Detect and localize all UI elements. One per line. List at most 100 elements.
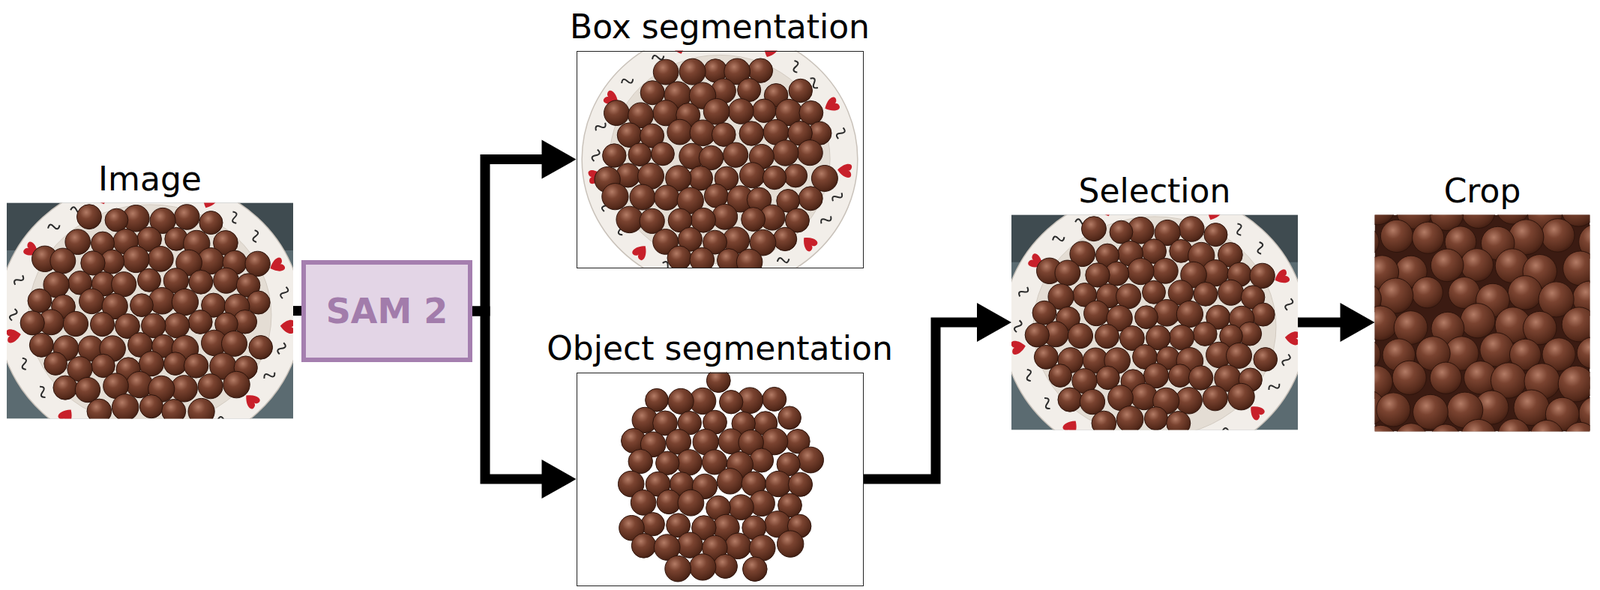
chocolate-ball bbox=[1116, 284, 1142, 309]
chocolate-ball bbox=[716, 468, 743, 495]
chocolate-ball bbox=[668, 388, 694, 414]
chocolate-balls bbox=[1024, 216, 1277, 431]
image-frame bbox=[1011, 215, 1298, 431]
chocolate-ball bbox=[1394, 423, 1428, 432]
plate-pattern bbox=[1013, 320, 1022, 333]
photo bbox=[1011, 215, 1298, 431]
chocolate-ball bbox=[653, 59, 679, 85]
plate bbox=[6, 203, 294, 420]
chocolate-ball bbox=[656, 489, 681, 514]
plate-heart bbox=[799, 233, 819, 253]
chocolate-ball bbox=[1135, 305, 1159, 330]
chocolate-ball bbox=[1376, 392, 1411, 427]
chocolate-ball bbox=[161, 399, 186, 420]
plate-heart bbox=[56, 405, 77, 420]
image-heading: Crop bbox=[1444, 172, 1522, 211]
plate-well bbox=[609, 54, 830, 264]
photo bbox=[1375, 215, 1591, 432]
chocolate-ball bbox=[719, 390, 744, 414]
chocolate-ball bbox=[1116, 406, 1144, 431]
chocolate-ball bbox=[74, 377, 100, 402]
chocolate-ball bbox=[173, 204, 200, 231]
plate-well bbox=[1033, 216, 1277, 431]
chocolate-ball bbox=[188, 398, 215, 419]
chocolate-ball bbox=[723, 142, 749, 168]
chocolate-ball bbox=[1249, 263, 1275, 288]
plate-heart bbox=[279, 319, 294, 335]
image-heading: Selection bbox=[1078, 172, 1232, 211]
chocolate-ball bbox=[741, 207, 766, 232]
chocolate-ball bbox=[788, 472, 812, 497]
chocolate-ball bbox=[602, 143, 627, 168]
plate-pattern bbox=[1051, 233, 1066, 243]
plate-pattern bbox=[37, 385, 49, 399]
chocolate-ball bbox=[1218, 279, 1244, 306]
chocolate-ball bbox=[650, 142, 675, 166]
chocolate-ball bbox=[773, 140, 799, 166]
photo bbox=[576, 50, 864, 269]
chocolate-ball bbox=[53, 375, 78, 400]
chocolate-ball bbox=[712, 203, 738, 230]
chocolate-ball bbox=[1462, 215, 1496, 229]
chocolate-ball bbox=[213, 267, 240, 294]
chocolate-ball bbox=[50, 248, 76, 274]
chocolate-ball bbox=[1392, 360, 1427, 395]
plate-heart bbox=[199, 203, 218, 212]
white-background bbox=[576, 372, 864, 587]
chocolate-balls bbox=[20, 204, 273, 420]
chocolate-ball bbox=[630, 490, 657, 516]
chocolate-ball bbox=[1067, 323, 1093, 348]
chocolate-ball bbox=[1024, 323, 1049, 348]
flow-arrow bbox=[1297, 302, 1376, 342]
plate-heart bbox=[761, 50, 780, 60]
chocolate-ball bbox=[1429, 362, 1462, 394]
plate-heart bbox=[821, 95, 841, 115]
chocolate-ball bbox=[89, 312, 114, 337]
plate-heart bbox=[631, 242, 651, 262]
chocolate-ball bbox=[1084, 300, 1110, 327]
model-box: SAM 2 bbox=[301, 260, 473, 363]
chocolate-ball bbox=[148, 287, 175, 315]
connector-line bbox=[472, 311, 544, 480]
chocolate-ball bbox=[1178, 216, 1205, 243]
photo bbox=[6, 203, 294, 420]
chocolate-ball bbox=[1193, 281, 1218, 306]
connector-line bbox=[472, 159, 544, 312]
chocolate-balls bbox=[594, 58, 838, 269]
chocolate-ball bbox=[1204, 223, 1228, 247]
chocolate-ball bbox=[1081, 216, 1106, 242]
plate-heart bbox=[6, 327, 22, 344]
chocolate-ball bbox=[1563, 251, 1591, 286]
chocolate-ball bbox=[1558, 365, 1590, 402]
chocolate-ball bbox=[773, 227, 797, 251]
chocolate-ball bbox=[1094, 324, 1119, 349]
chocolate-ball bbox=[1541, 218, 1575, 252]
chocolate-ball bbox=[248, 335, 273, 360]
chocolate-ball bbox=[1498, 419, 1530, 432]
chocolate-ball bbox=[104, 208, 129, 232]
chocolate-ball bbox=[1375, 425, 1398, 432]
chocolate-ball bbox=[1564, 422, 1591, 432]
arrowhead bbox=[976, 302, 1012, 342]
plate-pattern bbox=[1024, 368, 1034, 383]
chocolate-ball bbox=[111, 272, 137, 297]
chocolate-ball bbox=[798, 186, 823, 211]
plate-heart bbox=[1061, 416, 1082, 431]
chocolate-ball bbox=[629, 184, 656, 210]
plate-pattern bbox=[276, 341, 287, 356]
chocolate-ball bbox=[689, 247, 715, 268]
chocolate-ball bbox=[654, 185, 680, 210]
plate-pattern bbox=[1284, 297, 1294, 312]
image-panel: Selection bbox=[1011, 172, 1298, 431]
plate-pattern bbox=[262, 369, 276, 381]
image-panel: Image bbox=[6, 160, 294, 420]
image-frame bbox=[576, 372, 864, 587]
plate-heart bbox=[670, 50, 688, 57]
chocolate-ball bbox=[631, 533, 657, 558]
plate-pattern bbox=[279, 286, 289, 300]
chocolate-ball bbox=[1168, 364, 1192, 388]
chocolate-ball bbox=[1202, 386, 1228, 411]
plate-well bbox=[28, 204, 272, 420]
chocolate-ball bbox=[752, 98, 777, 123]
